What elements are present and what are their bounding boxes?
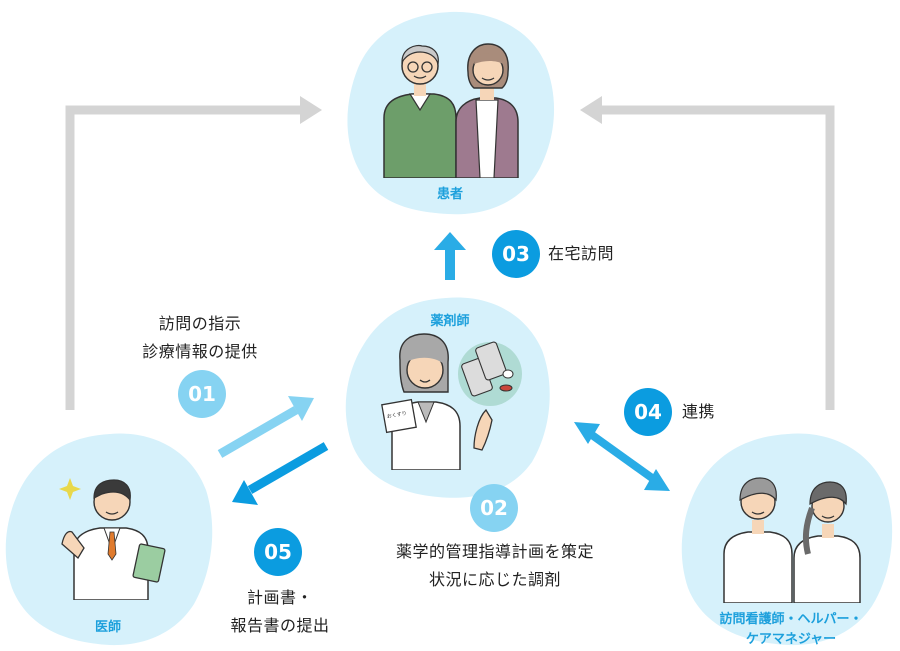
- pharmacist-illustration: おくすり: [381, 333, 522, 470]
- step-05-line2: 報告書の提出: [230, 616, 330, 635]
- step-01-line2: 診療情報の提供: [142, 342, 258, 361]
- step-01-badge: 01: [178, 370, 226, 418]
- step-02-text: 薬学的管理指導計画を策定 状況に応じた調剤: [350, 538, 640, 594]
- doctor-label: 医師: [94, 620, 121, 635]
- care-workers-label: 訪問看護師・ヘルパー・ ケアマネジャー: [700, 610, 882, 650]
- pharmacist-card-text: おくすり: [386, 410, 407, 420]
- arrow-05-shaft: [247, 442, 329, 494]
- doctor-illustration: [59, 478, 166, 600]
- care-workers-label-line2: ケアマネジャー: [745, 632, 837, 647]
- arrow-04-shaft: [589, 431, 655, 482]
- step-02-badge: 02: [470, 484, 518, 532]
- arrow-05-head: [232, 480, 258, 505]
- step-05-line1: 計画書・: [246, 588, 313, 607]
- arrow-03-shaft: [445, 248, 455, 280]
- arrow-01-shaft: [217, 406, 299, 458]
- care-to-patient-connector: [602, 105, 835, 410]
- step-04-label: 連携: [682, 402, 716, 421]
- patient-illustration: [383, 43, 519, 178]
- step-01-line1: 訪問の指示: [158, 314, 242, 333]
- arrow-04-head-start: [574, 422, 600, 444]
- care-workers-label-line1: 訪問看護師・ヘルパー・: [719, 612, 863, 627]
- doctor-to-patient-arrowhead: [300, 96, 322, 124]
- step-02-line1: 薬学的管理指導計画を策定: [395, 542, 594, 561]
- care-to-patient-arrowhead: [580, 96, 602, 124]
- step-05-text: 計画書・ 報告書の提出: [200, 584, 360, 640]
- patient-label: 患者: [436, 187, 463, 202]
- step-02-line2: 状況に応じた調剤: [428, 570, 561, 589]
- step-04-badge: 04: [624, 388, 672, 436]
- care-workers-illustration: [723, 477, 861, 603]
- arrow-01-head: [288, 396, 314, 421]
- step-05-badge: 05: [254, 528, 302, 576]
- pharmacist-label: 薬剤師: [430, 314, 470, 329]
- step-01-text: 訪問の指示 診療情報の提供: [110, 310, 290, 366]
- arrow-04-head-end: [644, 469, 670, 491]
- arrow-03-head: [434, 232, 466, 250]
- step-03-badge: 03: [492, 230, 540, 278]
- doctor-to-patient-connector: [65, 105, 300, 410]
- step-03-label: 在宅訪問: [548, 244, 615, 263]
